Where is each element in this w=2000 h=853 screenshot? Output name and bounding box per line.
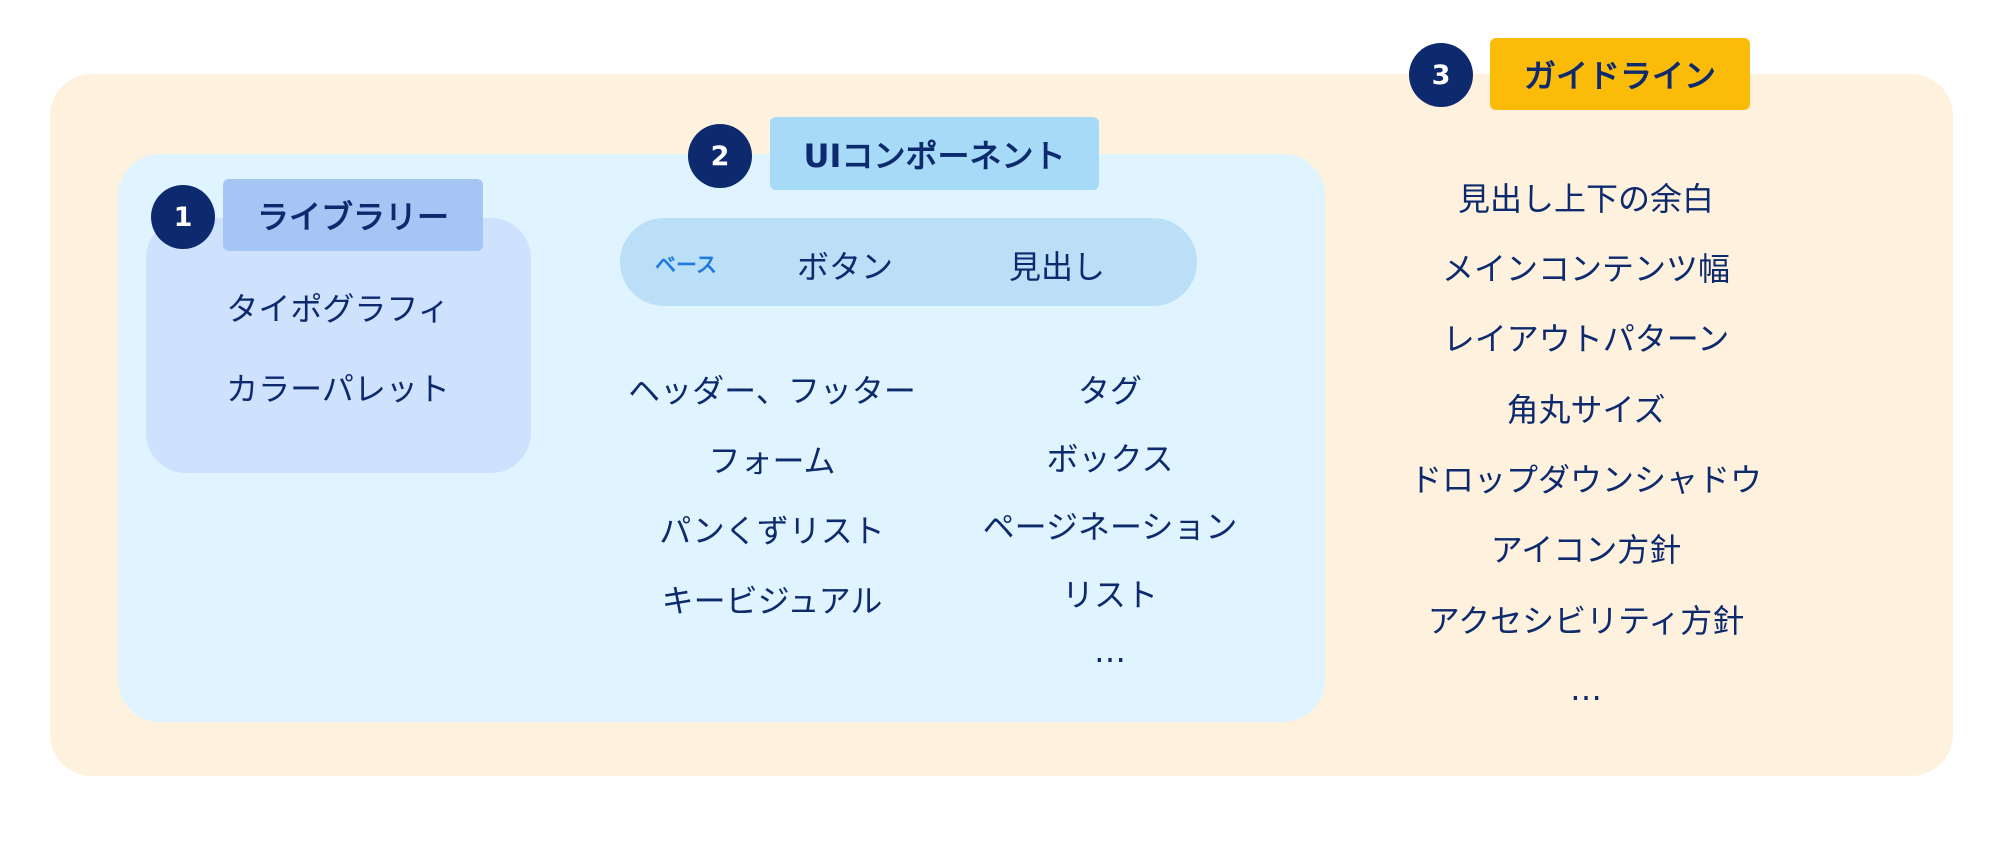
ellipsis: …	[1570, 670, 1602, 708]
component-item: フォーム	[708, 442, 836, 480]
guideline-item: レイアウトパターン	[1442, 320, 1730, 358]
component-item: リスト	[1061, 576, 1159, 614]
component-item: キービジュアル	[661, 582, 883, 620]
step-badge-2: 2	[688, 124, 752, 188]
component-item: タグ	[1077, 372, 1143, 410]
base-item-heading: 見出し	[1008, 248, 1106, 286]
guideline-item: アクセシビリティ方針	[1427, 602, 1745, 640]
ellipsis: …	[1094, 632, 1126, 670]
component-item: パンくずリスト	[659, 512, 885, 550]
component-item: ヘッダー、フッター	[628, 372, 916, 410]
ui-components-title: UIコンポーネント	[770, 117, 1099, 190]
guideline-item: メインコンテンツ幅	[1441, 250, 1731, 288]
library-container	[146, 218, 531, 473]
library-title: ライブラリー	[223, 179, 483, 251]
guideline-item: 角丸サイズ	[1506, 391, 1666, 429]
component-item: ページネーション	[982, 508, 1238, 546]
base-tag: ベース	[655, 253, 717, 277]
component-item: ボックス	[1046, 440, 1174, 478]
library-item-typography: タイポグラフィ	[226, 290, 450, 328]
guideline-item: ドロップダウンシャドウ	[1409, 461, 1763, 499]
guidelines-title: ガイドライン	[1490, 38, 1750, 110]
guideline-item: アイコン方針	[1490, 531, 1682, 569]
step-badge-3: 3	[1409, 43, 1473, 107]
base-item-button: ボタン	[796, 248, 894, 286]
guideline-item: 見出し上下の余白	[1457, 180, 1715, 218]
library-item-color-palette: カラーパレット	[226, 370, 450, 408]
base-components-bar	[620, 218, 1197, 306]
step-badge-1: 1	[151, 185, 215, 249]
